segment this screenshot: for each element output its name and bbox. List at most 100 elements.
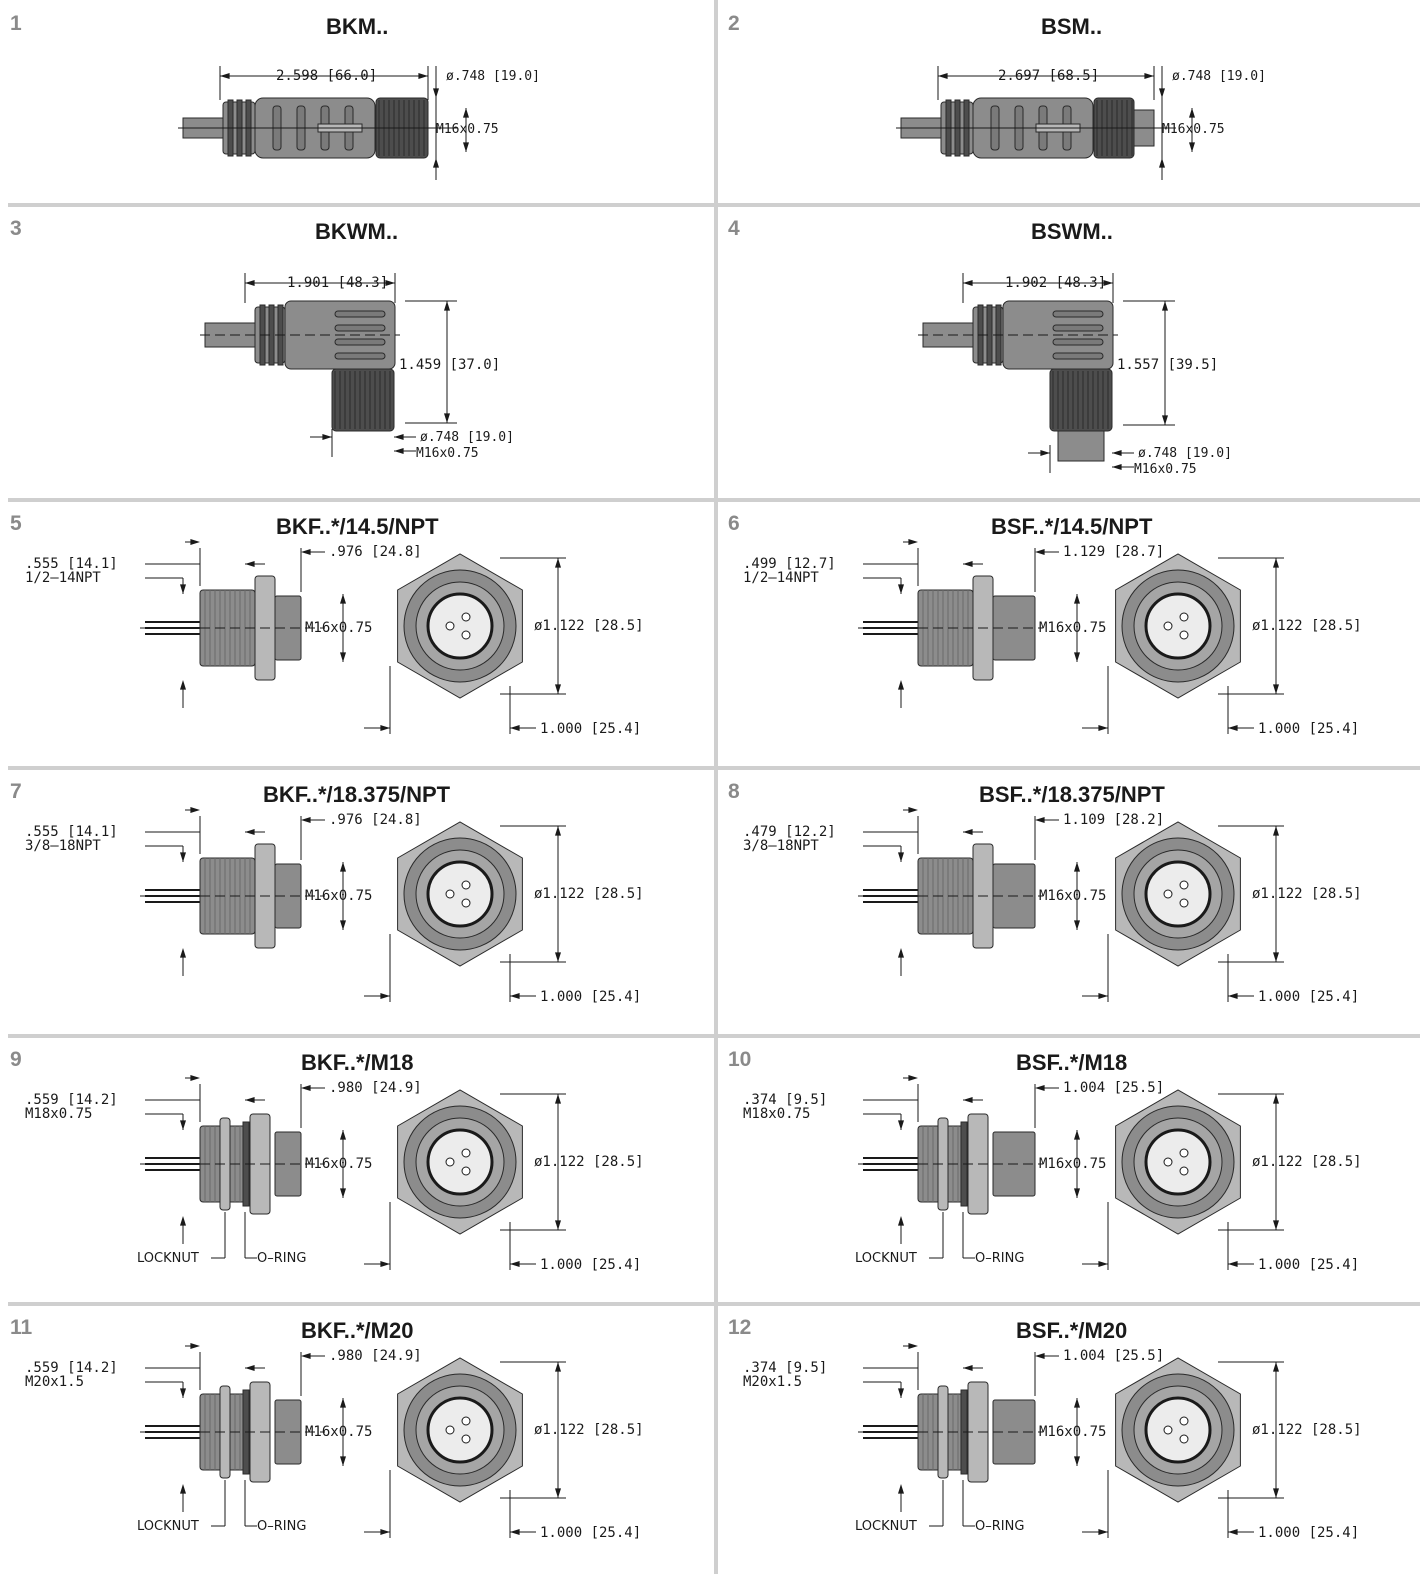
contact-insert (426, 1128, 494, 1196)
dimension-arrow (1098, 993, 1108, 999)
o-ring-label: O–RING (257, 1519, 306, 1534)
o-ring-label: O–RING (975, 1519, 1024, 1534)
dimension-arrow (1273, 1094, 1279, 1104)
coupling-nut-pattern (1052, 371, 1109, 429)
dimension-arrow (510, 1529, 520, 1535)
dimension-arrow (908, 1343, 918, 1349)
body-groove (1052, 324, 1104, 332)
contact-insert (426, 592, 494, 660)
dimension-arrow (1228, 1529, 1238, 1535)
contact-pin (445, 1157, 455, 1167)
dimension-arrow (322, 434, 332, 440)
dimension-arrow (340, 1456, 346, 1466)
dimension-arrow (963, 829, 973, 835)
dimension-arrow (220, 73, 230, 79)
dimension-arrow (510, 993, 520, 999)
figure-number: 7 (10, 780, 22, 803)
contact-pin (461, 630, 471, 640)
dimension-arrow (380, 725, 390, 731)
length-label: 1.901 [48.3] (287, 275, 388, 291)
figure-number: 1 (10, 12, 22, 35)
figure-number: 12 (728, 1316, 752, 1339)
dimension-arrow (380, 1261, 390, 1267)
body-groove (1052, 310, 1104, 318)
figure-title: BKF..*/M20 (301, 1318, 414, 1343)
diameter-label: ø.748 [19.0] (1172, 69, 1266, 84)
contact-pin (1163, 1425, 1173, 1435)
contact-pin (1179, 1434, 1189, 1444)
technical-drawing: .374 [9.5]M20x1.51.004 [25.5]M16x0.75LOC… (743, 1343, 1362, 1541)
body-groove (1052, 338, 1104, 346)
dimension-arrow (898, 1484, 904, 1494)
dimension-arrow (510, 1261, 520, 1267)
locknut-label: LOCKNUT (855, 1519, 917, 1534)
row-divider (8, 498, 1420, 502)
contact-pin (461, 880, 471, 890)
dimension-arrow (340, 594, 346, 604)
contact-pin (445, 1425, 455, 1435)
figure-number: 2 (728, 12, 740, 35)
contact-pin (445, 889, 455, 899)
dimension-arrow (1228, 1261, 1238, 1267)
depth-label: .374 [9.5] (743, 1360, 827, 1376)
dimension-arrow (433, 158, 439, 168)
depth-label: .499 [12.7] (743, 556, 836, 572)
thread-label: M16x0.75 (436, 122, 499, 137)
od-label: ø1.122 [28.5] (534, 886, 644, 902)
dimension-arrow (394, 434, 404, 440)
dimension-arrow (1189, 142, 1195, 152)
dimension-arrow (394, 448, 404, 454)
body-groove (334, 352, 386, 360)
dimension-arrow (245, 1365, 255, 1371)
dimension-arrow (180, 584, 186, 594)
locknut-label: LOCKNUT (137, 1519, 199, 1534)
dimension-arrow (301, 1085, 311, 1091)
body-groove (334, 324, 386, 332)
diameter-label: ø.748 [19.0] (446, 69, 540, 84)
thread-label: M16x0.75 (305, 888, 372, 904)
technical-drawing: .559 [14.2]M18x0.75.980 [24.9]M16x0.75LO… (25, 1075, 644, 1273)
dimension-arrow (1162, 301, 1168, 311)
contact-insert (1144, 1128, 1212, 1196)
figure-number: 4 (728, 217, 740, 240)
flat-label: 1.000 [25.4] (540, 1257, 641, 1273)
dimension-arrow (1273, 558, 1279, 568)
mount-thread-label: M18x0.75 (25, 1106, 92, 1122)
dimension-arrow (1228, 725, 1238, 731)
contact-pin (461, 1148, 471, 1158)
dimension-arrow (340, 920, 346, 930)
dimension-arrow (340, 1130, 346, 1140)
thread-label: M16x0.75 (305, 620, 372, 636)
dimension-arrow (1074, 1456, 1080, 1466)
dimension-arrow (180, 1388, 186, 1398)
mount-thread-label: 1/2–14NPT (743, 570, 819, 586)
figure-title: BKM.. (326, 14, 389, 39)
dimension-arrow (1040, 450, 1050, 456)
dimension-arrow (898, 852, 904, 862)
thread-label: M16x0.75 (1039, 1156, 1106, 1172)
figure-number: 3 (10, 217, 22, 240)
dimension-arrow (1273, 1220, 1279, 1230)
dimension-arrow (180, 1216, 186, 1226)
od-label: ø1.122 [28.5] (1252, 886, 1362, 902)
contact-pin (1179, 898, 1189, 908)
dimension-arrow (245, 561, 255, 567)
thread-label: M16x0.75 (1039, 888, 1106, 904)
figure-title: BKF..*/18.375/NPT (263, 782, 451, 807)
locknut-label: LOCKNUT (855, 1251, 917, 1266)
contact-pin (1179, 1166, 1189, 1176)
dimension-arrow (908, 539, 918, 545)
male-thread (1057, 430, 1105, 462)
dimension-arrow (245, 280, 255, 286)
dimension-arrow (1159, 88, 1165, 98)
dimension-arrow (190, 1343, 200, 1349)
